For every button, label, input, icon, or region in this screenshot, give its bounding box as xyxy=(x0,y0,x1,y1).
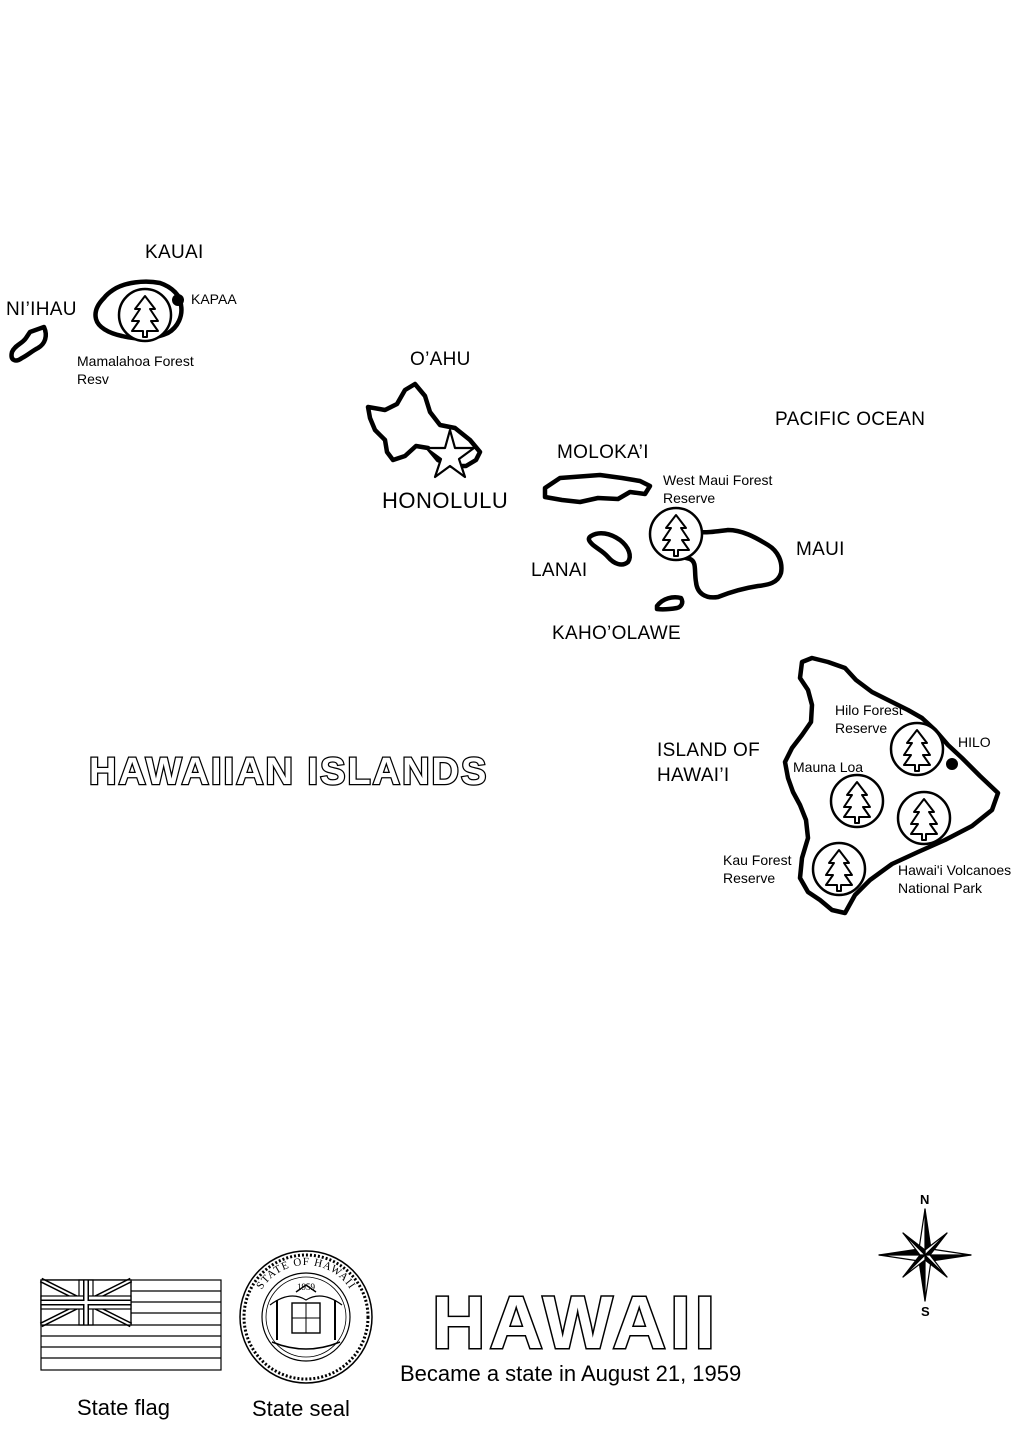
hilo-dot-icon xyxy=(946,758,958,770)
label-molokai: MOLOKA’I xyxy=(557,442,649,463)
label-kau-1: Kau Forest xyxy=(723,852,792,868)
compass-rose-icon xyxy=(878,1208,972,1302)
compass-north: N xyxy=(920,1192,930,1207)
label-island-of: ISLAND OF xyxy=(657,740,760,761)
state-flag-icon xyxy=(39,1277,222,1371)
label-kauai: KAUAI xyxy=(145,242,204,263)
label-hilo-forest-1: Hilo Forest xyxy=(835,702,903,718)
honolulu-star-icon xyxy=(424,428,476,479)
label-hilo-forest-2: Reserve xyxy=(835,720,888,736)
tree-icon xyxy=(648,506,704,562)
tree-icon xyxy=(117,287,173,343)
state-name: HAWAII xyxy=(430,1280,720,1366)
flag-caption: State flag xyxy=(77,1395,170,1420)
label-mamalahoa-2: Resv xyxy=(77,371,109,387)
island-lanai xyxy=(586,530,632,567)
label-oahu: O’AHU xyxy=(410,349,471,370)
statehood-text: Became a state in August 21, 1959 xyxy=(400,1361,742,1386)
island-maui xyxy=(654,525,784,600)
island-molokai xyxy=(542,472,653,505)
label-hilo: HILO xyxy=(958,734,991,750)
tree-icon xyxy=(829,773,885,829)
label-honolulu: HONOLULU xyxy=(382,488,509,513)
label-pacific-ocean: PACIFIC OCEAN xyxy=(775,409,926,430)
label-kau-2: Reserve xyxy=(723,870,776,886)
label-niihau: NI’IHAU xyxy=(6,299,77,320)
label-lanai: LANAI xyxy=(531,560,588,581)
label-volcanoes-1: Hawai'i Volcanoes xyxy=(898,862,1012,878)
label-hawaii: HAWAI’I xyxy=(657,765,730,786)
island-niihau xyxy=(9,324,48,363)
label-mamalahoa-1: Mamalahoa Forest xyxy=(77,353,194,369)
label-west-maui-1: West Maui Forest xyxy=(663,472,773,488)
label-maui: MAUI xyxy=(796,539,845,560)
tree-icon xyxy=(889,721,945,777)
state-seal-icon xyxy=(239,1250,373,1384)
kapaa-dot-icon xyxy=(172,294,184,306)
island-oahu xyxy=(365,381,483,469)
map-title: HAWAIIAN ISLANDS xyxy=(88,750,489,795)
label-kahoolawe: KAHO’OLAWE xyxy=(552,623,681,644)
label-volcanoes-2: National Park xyxy=(898,880,983,896)
compass-south: S xyxy=(921,1304,930,1319)
seal-year: 1959 xyxy=(297,1282,316,1292)
label-mauna-loa: Mauna Loa xyxy=(793,759,864,775)
seal-caption: State seal xyxy=(252,1396,350,1421)
tree-icon xyxy=(896,790,952,846)
island-hawaii xyxy=(782,655,1001,916)
island-kahoolawe xyxy=(654,595,685,612)
label-kapaa: KAPAA xyxy=(191,291,237,307)
tree-icon xyxy=(811,841,867,897)
label-west-maui-2: Reserve xyxy=(663,490,716,506)
